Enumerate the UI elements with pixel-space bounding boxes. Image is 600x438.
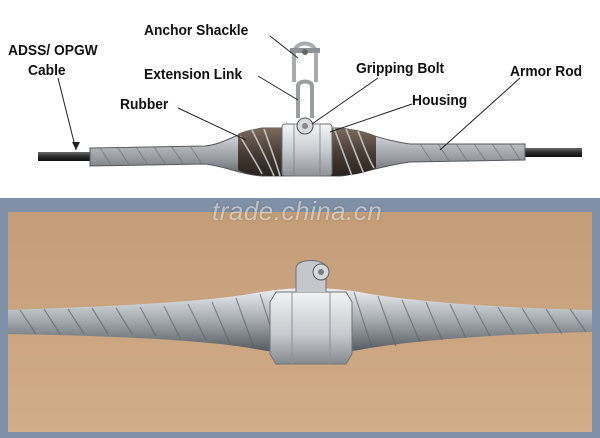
anchor-shackle [292, 41, 318, 82]
label-cable-line2: Cable [28, 62, 66, 79]
leader-armor-rod [439, 77, 521, 151]
photo-housing [269, 291, 353, 365]
cable-right-end [520, 148, 582, 157]
rubber-insert-right [330, 128, 376, 176]
product-photo-panel [0, 198, 600, 438]
leader-rubber [177, 107, 247, 141]
label-cable-line1: ADSS/ OPGW [8, 42, 98, 59]
leader-cable [57, 77, 77, 151]
rubber-insert-left [238, 128, 282, 176]
armor-rod-helix [99, 143, 521, 167]
label-anchor-shackle: Anchor Shackle [144, 22, 249, 39]
watermark: trade.china.cn [212, 196, 383, 226]
leader-extension-link [257, 75, 299, 101]
cable-left-end [38, 152, 98, 161]
label-extension-link: Extension Link [144, 66, 243, 83]
label-rubber: Rubber [120, 96, 169, 113]
label-housing: Housing [412, 92, 468, 109]
label-gripping-bolt: Gripping Bolt [356, 60, 445, 77]
extension-link [296, 79, 314, 118]
leader-gripping-bolt [311, 77, 379, 125]
leader-housing [329, 103, 413, 133]
leader-anchor-shackle [269, 35, 299, 59]
suspension-clamp-illustration [38, 35, 582, 177]
label-armor-rod: Armor Rod [510, 63, 583, 80]
